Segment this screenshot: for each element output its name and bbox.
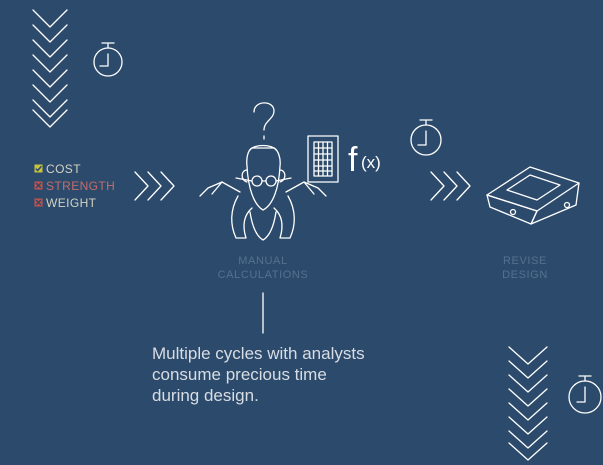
stopwatch-bottom-icon (568, 375, 602, 414)
note-text: Multiple cycles with analysts consume pr… (152, 343, 422, 406)
note-line: during design. (152, 386, 259, 405)
note-line: Multiple cycles with analysts (152, 344, 365, 363)
criteria-label: COST (46, 161, 81, 176)
caption-line: CALCULATIONS (217, 269, 309, 281)
chevron-stack-bottom-icon (508, 346, 548, 461)
right-chevrons-right-icon (430, 171, 471, 201)
caption-line: REVISE (503, 255, 547, 267)
criteria-item-strength: STRENGTH (34, 177, 115, 194)
question-mark-icon (253, 102, 275, 140)
criteria-label: WEIGHT (46, 195, 97, 210)
function-symbol: f (348, 141, 358, 179)
checkbox-checked-icon (34, 164, 43, 173)
stopwatch-top-icon (93, 42, 123, 77)
criteria-label: STRENGTH (46, 178, 116, 193)
function-args: (x) (361, 153, 381, 172)
calculator-icon (307, 135, 339, 183)
beam-block-icon (486, 166, 580, 225)
caption-line: DESIGN (502, 269, 548, 281)
criteria-list: COST STRENGTH WEIGHT (34, 160, 115, 211)
caption-line: MANUAL (238, 255, 288, 267)
chevron-stack-top-icon (32, 9, 68, 128)
revise-design-caption: REVISE DESIGN (480, 254, 570, 282)
checkbox-cross-icon (34, 181, 43, 190)
right-chevrons-left-icon (134, 171, 175, 201)
note-line: consume precious time (152, 365, 327, 384)
checkbox-cross-icon (34, 198, 43, 207)
criteria-item-cost: COST (34, 160, 115, 177)
analyst-figure-icon (199, 144, 327, 241)
stopwatch-middle-icon (410, 119, 442, 156)
criteria-item-weight: WEIGHT (34, 194, 115, 211)
manual-calculations-caption: MANUAL CALCULATIONS (193, 254, 333, 282)
